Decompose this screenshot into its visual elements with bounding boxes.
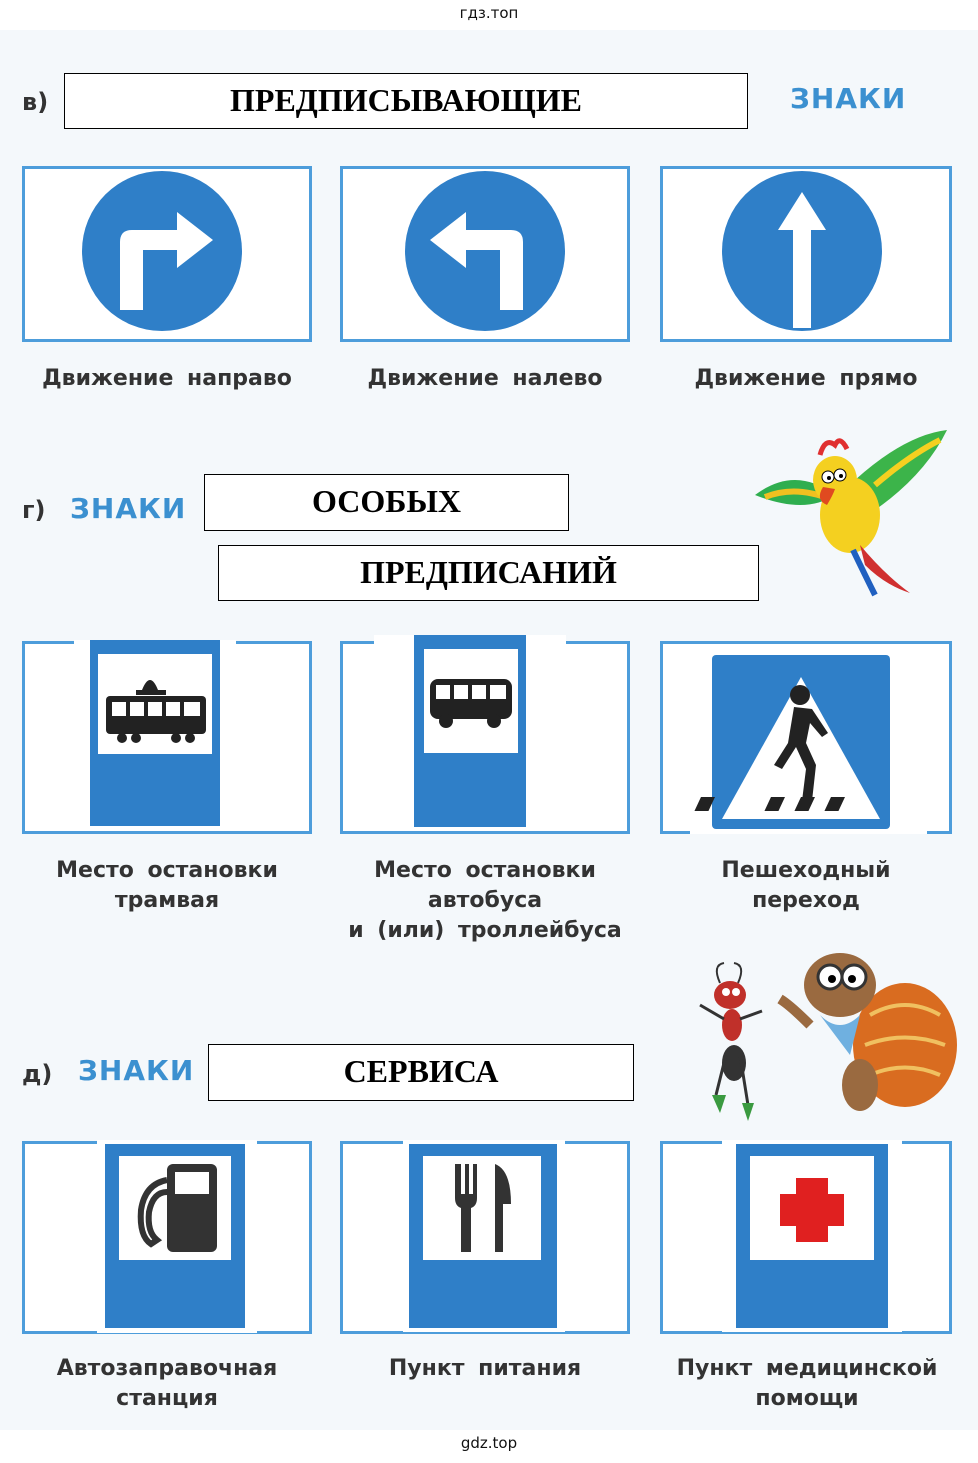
caption-line: переход	[752, 888, 860, 913]
znaki-label: ЗНАКИ	[790, 82, 907, 115]
znaki-label: ЗНАКИ	[70, 492, 187, 525]
znaki-label: ЗНАКИ	[78, 1054, 195, 1087]
caption-line: трамвая	[114, 888, 220, 913]
pedestrian-icon	[690, 649, 927, 834]
section-letter-v: в)	[22, 88, 49, 116]
parrot-illustration	[755, 430, 947, 597]
answer-box-service: СЕРВИСА	[208, 1044, 634, 1101]
red-cross-icon	[722, 1140, 902, 1332]
caption-line: Автозаправочная	[56, 1356, 278, 1381]
fuel-pump-icon	[97, 1140, 257, 1333]
caption-line: Место остановки	[56, 858, 278, 883]
caption-line: автобуса	[427, 888, 543, 913]
answer-box-special-line2: ПРЕДПИСАНИЙ	[218, 545, 759, 601]
section-letter-d: д)	[22, 1060, 53, 1088]
caption-line: станция	[116, 1386, 218, 1411]
sign-caption: Пешеходный переход	[660, 856, 952, 916]
watermark-bottom: gdz.top	[460, 1434, 518, 1452]
turn-left-arrow-icon	[373, 170, 598, 332]
fork-knife-icon	[403, 1140, 565, 1332]
sign-caption: Пункт питания	[340, 1354, 630, 1384]
sign-caption: Автозаправочная станция	[22, 1354, 312, 1414]
tram-icon	[74, 640, 236, 828]
caption-line: и (или) троллейбуса	[348, 918, 622, 943]
ant-and-turtle-illustration	[699, 953, 957, 1121]
caption-line: Место остановки	[374, 858, 596, 883]
answer-box-prescriptive: ПРЕДПИСЫВАЮЩИЕ	[64, 73, 748, 129]
answer-box-special-line1: ОСОБЫХ	[204, 474, 569, 531]
caption-line: Пункт медицинской	[676, 1356, 938, 1381]
sign-caption: Место остановки трамвая	[22, 856, 312, 916]
sign-caption: Движение прямо	[694, 366, 918, 391]
sign-caption: Движение направо	[42, 366, 292, 391]
sign-caption: Пункт медицинской помощи	[652, 1354, 962, 1414]
straight-arrow-icon	[690, 170, 915, 332]
section-letter-g: г)	[22, 496, 46, 524]
sign-caption: Движение налево	[367, 366, 603, 391]
turn-right-arrow-icon	[65, 170, 260, 332]
sign-caption: Место остановки автобуса и (или) троллей…	[320, 856, 650, 946]
watermark-top: гдз.топ	[459, 4, 519, 22]
caption-line: помощи	[755, 1386, 859, 1411]
caption-line: Пешеходный	[721, 858, 891, 883]
caption-line: Пункт питания	[388, 1356, 582, 1381]
bus-icon	[374, 635, 566, 830]
